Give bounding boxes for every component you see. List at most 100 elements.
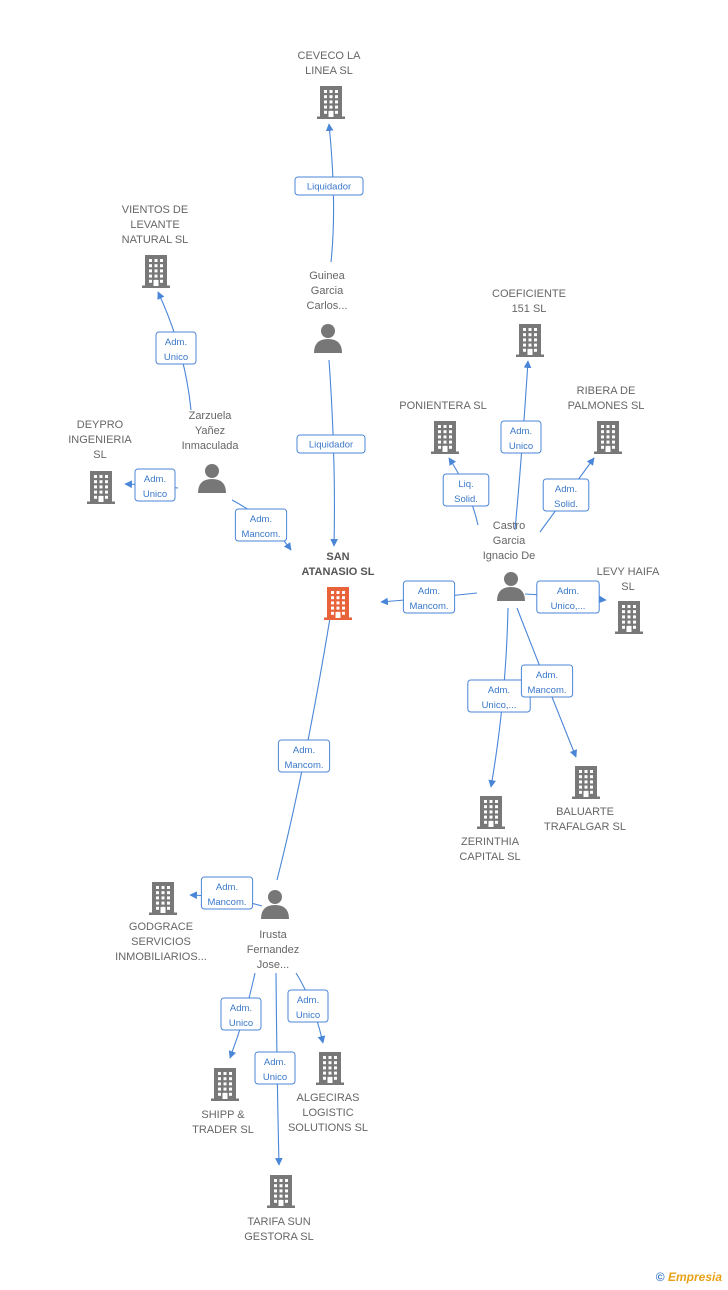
node-label-line: Inmaculada — [182, 440, 240, 452]
person-icon — [261, 890, 289, 919]
company-node-godgrace[interactable]: GODGRACESERVICIOSINMOBILIARIOS... — [115, 882, 207, 963]
node-label-line: SOLUTIONS SL — [288, 1122, 368, 1134]
brand-logo: Empresia — [667, 1270, 722, 1284]
building-icon — [431, 421, 459, 454]
edge-label-castro-to-coeficiente[interactable]: Adm. Unico — [500, 420, 542, 454]
edge-label-zarzuela-to-vientos[interactable]: Adm.Unico — [155, 331, 197, 365]
building-icon — [149, 882, 177, 915]
building-icon — [615, 601, 643, 634]
person-icon — [497, 572, 525, 601]
edge-label-irusta-to-algeciras[interactable]: Adm.Unico — [287, 989, 329, 1023]
edge-guinea-to-san_atanasio — [328, 359, 339, 547]
edges-layer — [124, 123, 607, 1166]
edge-label-castro-to-baluarte[interactable]: Adm. Mancom. — [520, 664, 574, 698]
node-label-line: COEFICIENTE — [492, 288, 566, 300]
edge-label-text: Solid. — [554, 499, 578, 510]
edge-label-text: Mancom. — [207, 897, 246, 908]
node-label-line: NATURAL SL — [122, 234, 189, 246]
node-label-line: Garcia — [493, 535, 526, 547]
company-node-coeficiente[interactable]: COEFICIENTE 151 SL — [492, 288, 566, 357]
edge-label-castro-to-zerinthia[interactable]: Adm.Unico,... — [467, 679, 531, 713]
edge-guinea-to-ceveco — [325, 123, 335, 263]
node-label-line: TARIFA SUN — [247, 1216, 310, 1228]
node-label-line: Castro — [493, 520, 525, 532]
edge-label-castro-to-ponientera[interactable]: Liq.Solid. — [442, 473, 490, 507]
edge-label-zarzuela-to-deypro[interactable]: Adm.Unico — [134, 468, 176, 502]
node-label-line: DEYPRO — [77, 419, 124, 431]
edge-label-text: Mancom. — [527, 685, 566, 696]
company-node-san-atanasio[interactable]: SAN ATANASIO SL — [302, 551, 375, 620]
building-icon — [477, 796, 505, 829]
edge-label-text: Adm. — [216, 882, 238, 893]
edge-label-text: Adm. — [297, 995, 319, 1006]
node-label-line: ALGECIRAS — [297, 1092, 360, 1104]
node-label-line: GODGRACE — [129, 921, 193, 933]
footer-brand[interactable]: © Empresia — [656, 1270, 722, 1284]
node-label-line: 151 SL — [512, 303, 547, 315]
person-icon — [198, 464, 226, 493]
edge-label-text: Unico — [263, 1072, 287, 1083]
edge-label-text: Liquidador — [309, 440, 353, 451]
node-label-line: BALUARTE — [556, 806, 614, 818]
company-node-shipp[interactable]: SHIPP & TRADER SL — [192, 1068, 254, 1136]
node-label-line: Irusta — [259, 929, 287, 941]
edge-label-text: Unico — [509, 441, 533, 452]
edge-label-text: Mancom. — [284, 760, 323, 771]
edge-label-castro-to-levy[interactable]: Adm. Unico,... — [536, 580, 600, 614]
person-node-irusta[interactable]: IrustaFernandezJose... — [247, 890, 300, 971]
node-label-line: Fernandez — [247, 944, 300, 956]
node-label-line: Ignacio De — [483, 550, 536, 562]
company-node-ponientera[interactable]: PONIENTERA SL — [399, 400, 487, 454]
node-label-line: PONIENTERA SL — [399, 400, 486, 412]
node-label-line: Zarzuela — [189, 410, 233, 422]
node-label-line: SERVICIOS — [131, 936, 191, 948]
edge-label-text: Liquidador — [307, 182, 351, 193]
building-icon — [572, 766, 600, 799]
node-label-line: ATANASIO SL — [302, 566, 375, 578]
building-icon — [267, 1175, 295, 1208]
building-icon — [594, 421, 622, 454]
edge-label-guinea-to-san_atanasio[interactable]: Liquidador — [296, 434, 366, 454]
edge-label-irusta-to-shipp[interactable]: Adm.Unico — [220, 997, 262, 1031]
edge-label-irusta-to-godgrace[interactable]: Adm. Mancom. — [200, 876, 254, 910]
node-label-line: CAPITAL SL — [459, 851, 520, 863]
person-node-guinea[interactable]: GuineaGarciaCarlos... — [307, 270, 348, 353]
edge-label-text: Unico — [143, 489, 167, 500]
node-label-line: SAN — [326, 551, 349, 563]
edge-label-text: Adm. — [557, 586, 579, 597]
edge-label-zarzuela-to-san_atanasio[interactable]: Adm.Mancom. — [234, 508, 288, 542]
edge-label-text: Adm. — [230, 1003, 252, 1014]
node-label-line: TRAFALGAR SL — [544, 821, 626, 833]
edge-label-text: Adm. — [536, 670, 558, 681]
building-icon — [211, 1068, 239, 1101]
edge-label-castro-to-ribera[interactable]: Adm.Solid. — [542, 478, 590, 512]
building-icon — [516, 324, 544, 357]
edge-label-castro-to-san_atanasio[interactable]: Adm.Mancom. — [402, 580, 456, 614]
node-label-line: SHIPP & — [201, 1109, 245, 1121]
edge-label-text: Unico,... — [551, 601, 586, 612]
company-node-baluarte[interactable]: BALUARTE TRAFALGAR SL — [544, 766, 626, 833]
node-label-line: TRADER SL — [192, 1124, 254, 1136]
node-label-line: Garcia — [311, 285, 344, 297]
building-icon — [87, 471, 115, 504]
node-label-line: Guinea — [309, 270, 345, 282]
node-label-line: Yañez — [195, 425, 225, 437]
edge-label-irusta-to-san_atanasio[interactable]: Adm.Mancom. — [277, 739, 331, 773]
edge-label-irusta-to-tarifa[interactable]: Adm.Unico — [254, 1051, 296, 1085]
edge-label-text: Adm. — [165, 337, 187, 348]
edge-label-text: Adm. — [510, 426, 532, 437]
edge-label-guinea-to-ceveco[interactable]: Liquidador — [294, 176, 364, 196]
building-icon — [324, 587, 352, 620]
